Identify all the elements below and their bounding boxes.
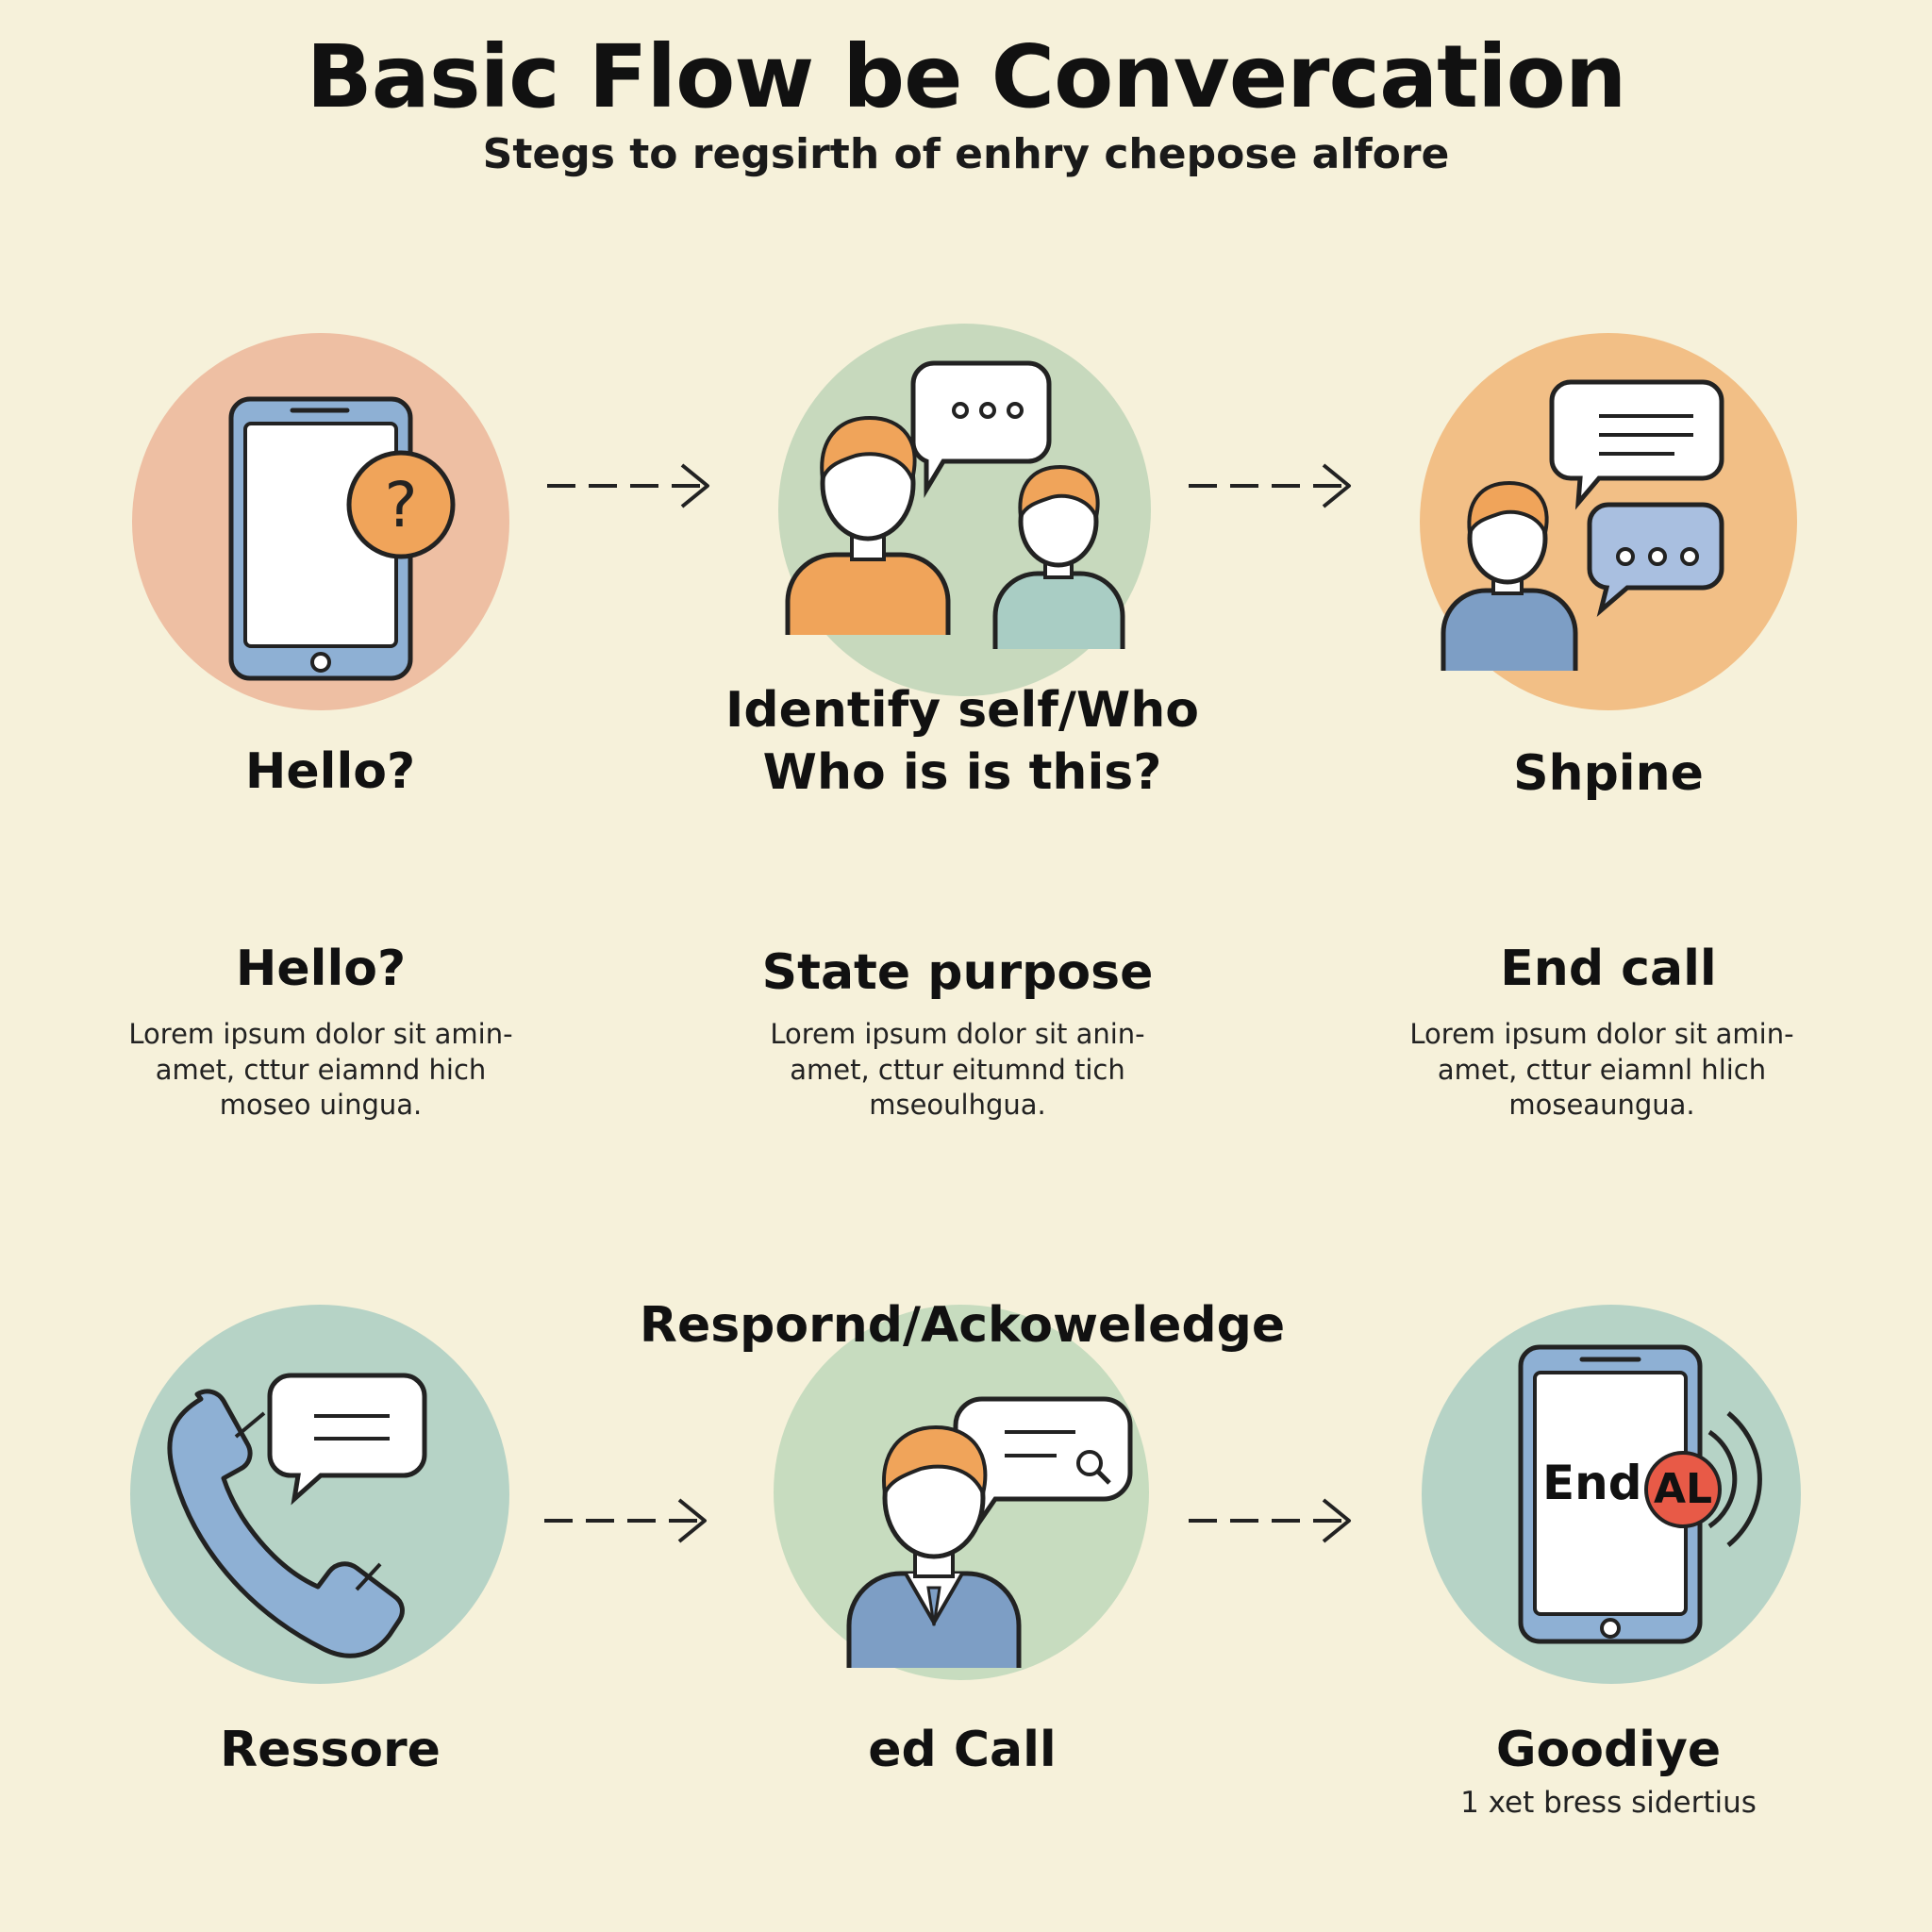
step-goodbye-circle: End AL [1422, 1305, 1801, 1684]
col1-description: Lorem ipsum dolor sit amin- amet, cttur … [85, 1017, 557, 1124]
phone-question-icon: ? [228, 396, 456, 681]
phone-end-call-icon [1518, 1344, 1762, 1644]
col2-desc-line3: mseoulhgua. [869, 1089, 1046, 1122]
arrow-right-icon [544, 1498, 707, 1543]
step-identify-circle [778, 324, 1151, 696]
step-ressore-circle [130, 1305, 509, 1684]
two-people-chat-icon [785, 360, 1125, 649]
step-identify-label-line1: Identify self/Who [725, 682, 1199, 739]
col1-desc-line2: amet, cttur eiamnd hich [155, 1053, 487, 1086]
col3-desc-line1: Lorem ipsum dolor sit amin- [1409, 1018, 1794, 1050]
col3-desc-line2: amet, cttur eiamnl hlich [1437, 1053, 1767, 1086]
col3-desc-line3: moseaungua. [1508, 1089, 1695, 1122]
step-edcall-label: ed Call [868, 1722, 1057, 1778]
step-identify-label: Identify self/Who Who is is this? [679, 679, 1245, 804]
page-title: Basic Flow be Convercation [306, 26, 1627, 127]
step-goodbye-label: Goodiye [1495, 1722, 1722, 1778]
step-shpine-circle [1420, 333, 1797, 710]
step-identify-label-line2: Who is is this? [762, 744, 1162, 802]
arrow-right-icon [547, 463, 709, 508]
handset-chat-icon [167, 1373, 427, 1658]
step-hello-label: Hello? [244, 743, 416, 800]
col3-heading: End call [1500, 941, 1717, 997]
col2-heading: State purpose [761, 944, 1154, 1001]
col2-desc-line2: amet, cttur eitumnd tich [790, 1053, 1125, 1086]
step-edcall-circle [774, 1305, 1149, 1680]
arrow-right-icon [1189, 463, 1351, 508]
col3-description: Lorem ipsum dolor sit amin- amet, cttur … [1366, 1017, 1838, 1124]
step-shpine-label: Shpine [1513, 745, 1704, 802]
page-subtitle: Stegs to regsirth of enhry chepose alfor… [482, 130, 1450, 178]
step-hello-circle: ? [132, 333, 509, 710]
col1-heading: Hello? [235, 941, 407, 997]
person-chat-bubbles-icon [1441, 379, 1724, 671]
step-goodbye-footnote: 1 xet bress sidertius [1460, 1786, 1757, 1820]
col1-desc-line3: moseo uingua. [219, 1089, 423, 1122]
col2-desc-line1: Lorem ipsum dolor sit anin- [770, 1018, 1145, 1050]
step-ressore-label: Ressore [220, 1722, 441, 1778]
end-call-screen-text: End [1542, 1456, 1642, 1510]
svg-text:?: ? [384, 469, 417, 541]
arrow-right-icon [1189, 1498, 1351, 1543]
row3-heading: Respornd/Ackoweledge [639, 1297, 1286, 1354]
col2-description: Lorem ipsum dolor sit anin- amet, cttur … [722, 1017, 1193, 1124]
person-search-chat-icon [846, 1396, 1133, 1668]
end-call-badge: AL [1644, 1451, 1722, 1528]
col1-desc-line1: Lorem ipsum dolor sit amin- [128, 1018, 513, 1050]
